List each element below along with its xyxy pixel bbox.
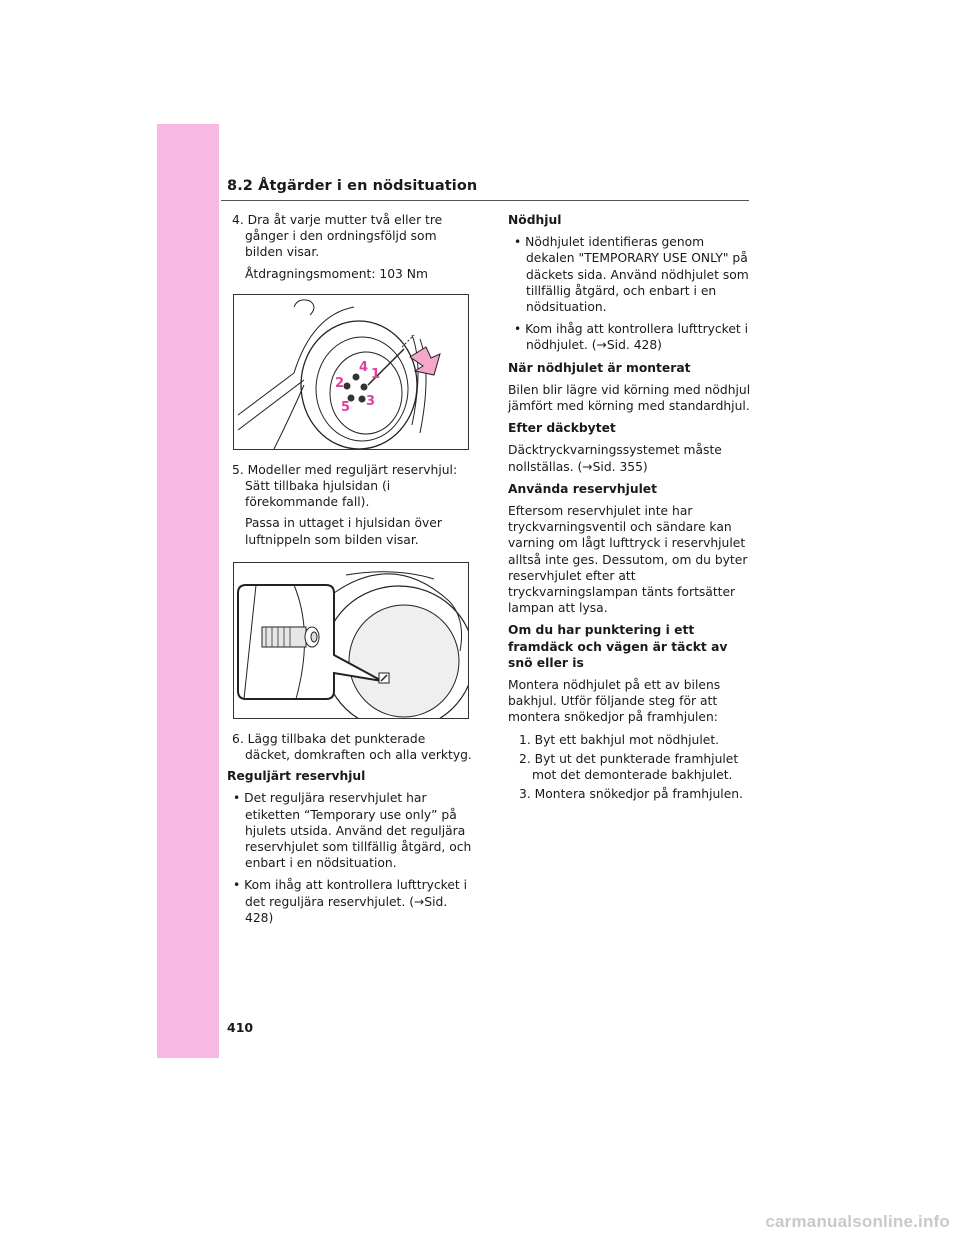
right-column: Nödhjul • Nödhjulet identifieras genom d… bbox=[508, 212, 751, 806]
snow-step-2: 2. Byt ut det punkterade framhjulet mot … bbox=[519, 751, 739, 783]
bullet-regular-spare-label: • Det reguljära reservhjulet har etikett… bbox=[233, 791, 472, 871]
nut-number-1: 1 bbox=[371, 367, 380, 382]
bullet-temporary-label: • Nödhjulet identifieras genom dekalen "… bbox=[514, 235, 749, 315]
step-4: 4. Dra åt varje mutter två eller tre gån… bbox=[232, 213, 443, 260]
heading-temporary-spare: Nödhjul bbox=[508, 213, 562, 227]
section-divider bbox=[221, 200, 749, 201]
snow-ice-text: Montera nödhjulet på ett av bilens bakhj… bbox=[508, 678, 721, 725]
heading-after-change: Efter däckbytet bbox=[508, 421, 616, 436]
lug-nut-order-figure: 4 1 2 3 5 bbox=[233, 293, 469, 450]
heading-regular-spare: Reguljärt reservhjul bbox=[227, 769, 366, 784]
nut-number-2: 2 bbox=[335, 376, 344, 391]
bullet-text: Kom ihåg att kontrollera lufttrycket i n… bbox=[525, 322, 749, 353]
step-5-note: Passa in uttaget i hjulsidan över luftni… bbox=[245, 516, 442, 547]
valve-alignment-figure bbox=[233, 561, 469, 719]
snow-step-1: 1. Byt ett bakhjul mot nödhjulet. bbox=[519, 732, 720, 747]
snow-step-3: 3. Montera snökedjor på framhjulen. bbox=[519, 787, 743, 802]
section-color-tab bbox=[157, 124, 219, 1058]
heading-using-spare: Använda reservhjulet bbox=[508, 481, 658, 496]
section-title: 8.2 Åtgärder i en nödsituation bbox=[227, 178, 478, 194]
torque-spec: Åtdragningsmoment: 103 Nm bbox=[245, 266, 428, 281]
bullet-regular-spare-pressure: • Kom ihåg att kontrollera lufttrycket i… bbox=[233, 878, 468, 925]
bullet-text: Kom ihåg att kontrollera lufttrycket i d… bbox=[244, 878, 468, 925]
page-number: 410 bbox=[227, 1020, 254, 1035]
when-mounted-text: Bilen blir lägre vid körning med nödhjul… bbox=[508, 382, 751, 414]
heading-snow-ice: Om du har punktering i ett framdäck och … bbox=[508, 623, 728, 670]
using-spare-text: Eftersom reservhjulet inte har tryckvarn… bbox=[508, 504, 748, 616]
heading-when-mounted: När nödhjulet är monterat bbox=[508, 360, 691, 375]
bullet-temporary-pressure: • Kom ihåg att kontrollera lufttrycket i… bbox=[514, 322, 749, 353]
hubcap-illustration bbox=[237, 571, 468, 718]
bullet-text: Nödhjulet identifieras genom dekalen "TE… bbox=[525, 235, 749, 315]
watermark: carmanualsonline.info bbox=[765, 1212, 950, 1231]
step-5: 5. Modeller med reguljärt reservhjul: Sä… bbox=[232, 462, 458, 510]
nut-number-5: 5 bbox=[341, 400, 350, 415]
nut-number-4: 4 bbox=[359, 360, 368, 375]
after-change-text: Däcktryckvarningssystemet måste nollstäl… bbox=[508, 443, 722, 474]
step-6: 6. Lägg tillbaka det punkterade däcket, … bbox=[232, 731, 472, 763]
wheel-illustration: 4 1 2 3 5 bbox=[237, 299, 441, 449]
nut-number-3: 3 bbox=[366, 394, 375, 409]
left-column: 4. Dra åt varje mutter två eller tre gån… bbox=[227, 212, 472, 932]
bullet-text: Det reguljära reservhjulet har etiketten… bbox=[244, 791, 472, 871]
